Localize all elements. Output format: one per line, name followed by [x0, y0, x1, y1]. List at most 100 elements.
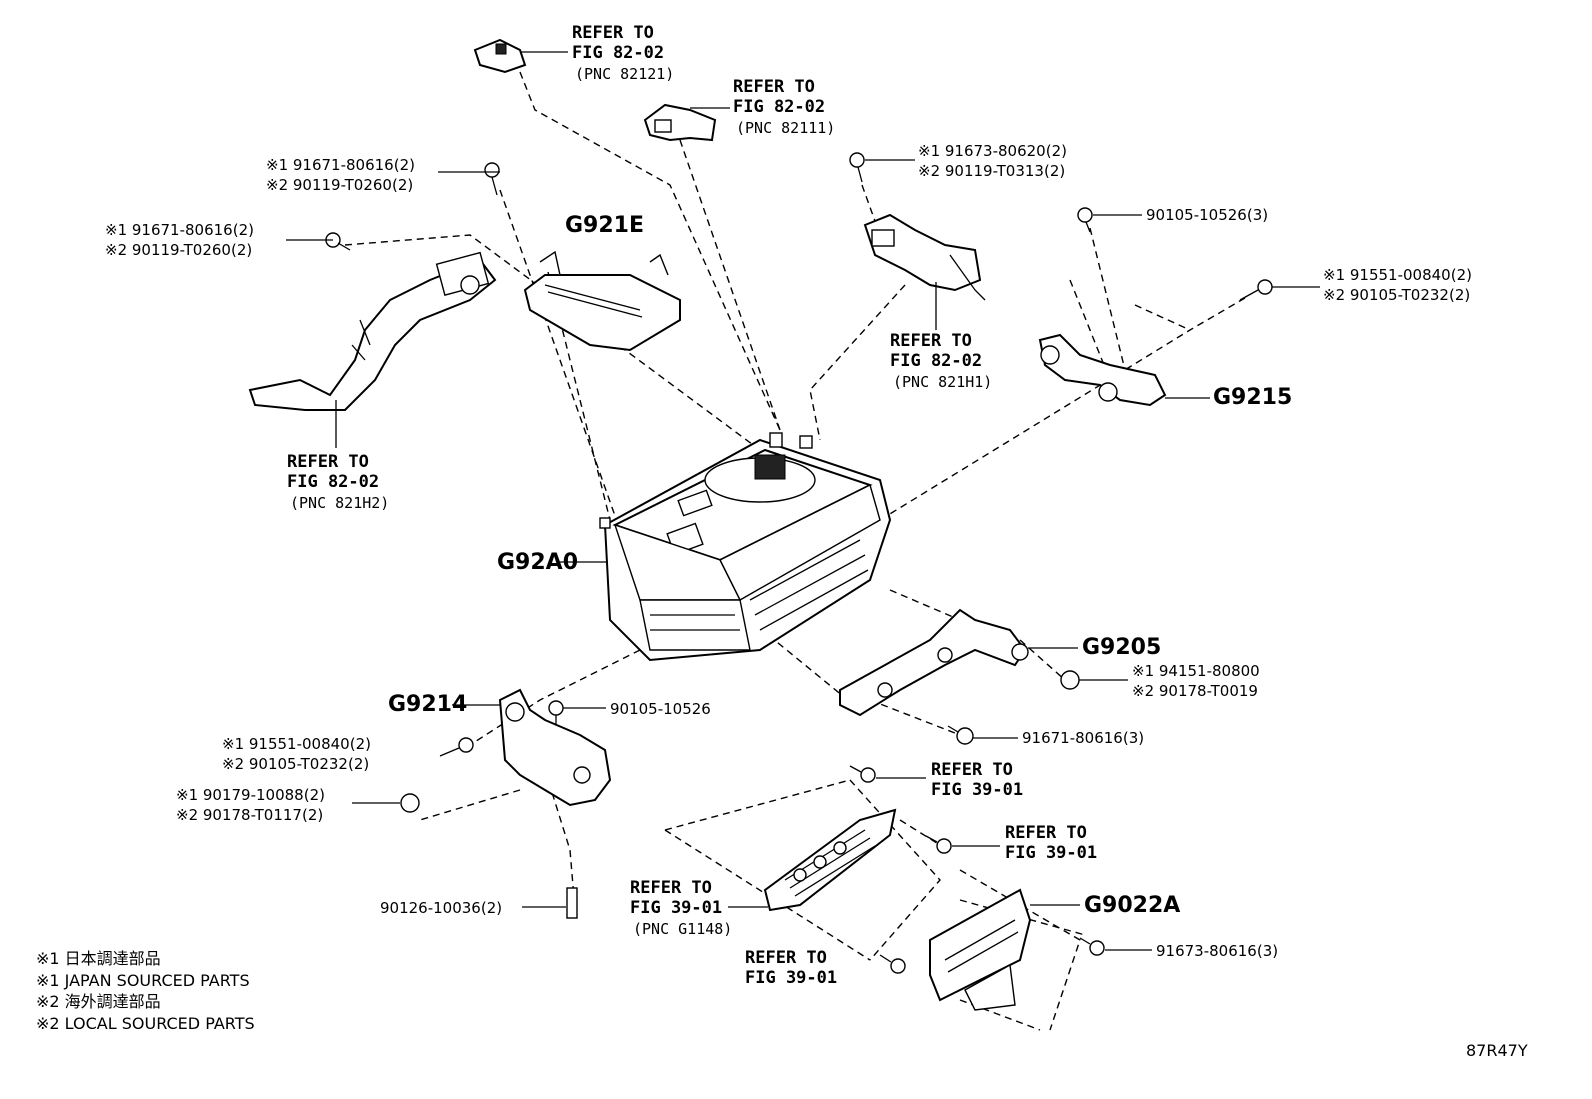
- svg-text:FIG 82-02: FIG 82-02: [890, 351, 982, 371]
- refer-39-c-label: REFER TO FIG 39-01 (PNC G1148): [630, 878, 732, 938]
- svg-text:REFER TO: REFER TO: [572, 23, 654, 43]
- bolt-b4-label: 90105-10526(3): [1146, 206, 1268, 224]
- svg-text:※2 90105-T0232(2): ※2 90105-T0232(2): [222, 755, 369, 773]
- bolt-icon: [1077, 207, 1093, 233]
- bolt-b9-label: ※1 91551-00840(2) ※2 90105-T0232(2): [222, 735, 371, 773]
- svg-text:※2 90178-T0117(2): ※2 90178-T0117(2): [176, 806, 323, 824]
- bolt-icon: [484, 162, 500, 196]
- svg-text:REFER TO: REFER TO: [630, 878, 712, 898]
- refer-39-d-label: REFER TO FIG 39-01: [745, 948, 837, 988]
- cover-g921e: [523, 250, 681, 352]
- code-g92a0: G92A0: [497, 550, 578, 575]
- bolt-b8-label: 91671-80616(3): [1022, 729, 1144, 747]
- bolt-icon: [439, 737, 474, 757]
- svg-text:90105-10526(3): 90105-10526(3): [1146, 206, 1268, 224]
- code-g921e: G921E: [565, 213, 644, 238]
- bolt-b1-label: ※1 91671-80616(2) ※2 90119-T0260(2): [266, 156, 415, 194]
- connector-82121: [473, 38, 527, 74]
- svg-text:(PNC G1148): (PNC G1148): [633, 920, 732, 938]
- svg-text:※1 日本調達部品: ※1 日本調達部品: [36, 949, 161, 968]
- legend-notes: ※1 日本調達部品 ※1 JAPAN SOURCED PARTS ※2 海外調達…: [36, 949, 255, 1033]
- inverter-assembly: [599, 432, 892, 662]
- svg-text:※2 90178-T0019: ※2 90178-T0019: [1132, 682, 1258, 700]
- svg-text:※1 91671-80616(2): ※1 91671-80616(2): [266, 156, 415, 174]
- label-leaders: [286, 51, 1320, 951]
- svg-text:※2 90119-T0260(2): ※2 90119-T0260(2): [105, 241, 252, 259]
- code-g9205: G9205: [1082, 635, 1161, 660]
- svg-text:※2 90105-T0232(2): ※2 90105-T0232(2): [1323, 286, 1470, 304]
- svg-text:※2 90119-T0313(2): ※2 90119-T0313(2): [918, 162, 1065, 180]
- svg-text:(PNC 821H2): (PNC 821H2): [290, 494, 389, 512]
- svg-text:90105-10526: 90105-10526: [610, 700, 711, 718]
- svg-text:(PNC 821H1): (PNC 821H1): [893, 373, 992, 391]
- svg-text:※2 海外調達部品: ※2 海外調達部品: [36, 992, 161, 1011]
- bracket-g9205: [839, 608, 1029, 717]
- nut-icon: [1060, 670, 1080, 690]
- bolt-b10-label: ※1 90179-10088(2) ※2 90178-T0117(2): [176, 786, 325, 824]
- bracket-g9215: [1038, 333, 1167, 407]
- svg-text:※1 94151-80800: ※1 94151-80800: [1132, 662, 1260, 680]
- svg-text:FIG 39-01: FIG 39-01: [1005, 843, 1097, 863]
- hardware-bolts: [325, 152, 1273, 974]
- svg-text:90126-10036(2): 90126-10036(2): [380, 899, 502, 917]
- bracket-g9214: [498, 688, 612, 807]
- diagram-id: 87R47Y: [1466, 1041, 1528, 1060]
- svg-text:(PNC 82121): (PNC 82121): [575, 65, 674, 83]
- svg-text:91673-80616(3): 91673-80616(3): [1156, 942, 1278, 960]
- refer-82111-label: REFER TO FIG 82-02 (PNC 82111): [733, 77, 835, 137]
- svg-text:(PNC 82111): (PNC 82111): [736, 119, 835, 137]
- svg-text:91671-80616(3): 91671-80616(3): [1022, 729, 1144, 747]
- refer-39-a-label: REFER TO FIG 39-01: [931, 760, 1023, 800]
- bolt-icon: [325, 232, 351, 251]
- svg-text:REFER TO: REFER TO: [1005, 823, 1087, 843]
- connector-821h1: [863, 213, 986, 301]
- svg-text:※1 90179-10088(2): ※1 90179-10088(2): [176, 786, 325, 804]
- svg-text:FIG 39-01: FIG 39-01: [630, 898, 722, 918]
- svg-text:FIG 82-02: FIG 82-02: [733, 97, 825, 117]
- bolt-icon: [1079, 937, 1105, 956]
- refer-821h2-label: REFER TO FIG 82-02 (PNC 821H2): [287, 452, 389, 512]
- svg-text:※1 91551-00840(2): ※1 91551-00840(2): [222, 735, 371, 753]
- cable-harness-821h2: [248, 251, 497, 411]
- svg-text:※1 JAPAN SOURCED PARTS: ※1 JAPAN SOURCED PARTS: [36, 971, 250, 990]
- svg-text:※1 91673-80620(2): ※1 91673-80620(2): [918, 142, 1067, 160]
- code-g9215: G9215: [1213, 385, 1292, 410]
- bolt-icon: [849, 765, 876, 783]
- bolt-icon: [925, 835, 952, 854]
- svg-text:※2 LOCAL SOURCED PARTS: ※2 LOCAL SOURCED PARTS: [36, 1014, 255, 1033]
- bolt-b12-label: 91673-80616(3): [1156, 942, 1278, 960]
- bolt-b3-label: ※1 91673-80620(2) ※2 90119-T0313(2): [918, 142, 1067, 180]
- svg-text:REFER TO: REFER TO: [931, 760, 1013, 780]
- code-g9214: G9214: [388, 692, 467, 717]
- svg-text:FIG 82-02: FIG 82-02: [572, 43, 664, 63]
- svg-text:※1 91551-00840(2): ※1 91551-00840(2): [1323, 266, 1472, 284]
- bolt-icon: [879, 954, 906, 974]
- refer-82121-label: REFER TO FIG 82-02 (PNC 82121): [572, 23, 674, 83]
- bolt-icon: [548, 700, 564, 725]
- cooler-g9022a: [763, 808, 1032, 1011]
- bolt-icon: [849, 152, 865, 183]
- code-g9022a: G9022A: [1084, 893, 1180, 918]
- bolt-icon: [1239, 279, 1273, 301]
- svg-text:REFER TO: REFER TO: [745, 948, 827, 968]
- bolt-b5-label: ※1 91551-00840(2) ※2 90105-T0232(2): [1323, 266, 1472, 304]
- connector-82111: [643, 103, 717, 142]
- bolt-b7-label: ※1 94151-80800 ※2 90178-T0019: [1132, 662, 1260, 700]
- svg-text:FIG 39-01: FIG 39-01: [745, 968, 837, 988]
- refer-39-b-label: REFER TO FIG 39-01: [1005, 823, 1097, 863]
- svg-text:FIG 39-01: FIG 39-01: [931, 780, 1023, 800]
- svg-text:REFER TO: REFER TO: [890, 331, 972, 351]
- svg-text:REFER TO: REFER TO: [287, 452, 369, 472]
- bolt-b11-label: 90126-10036(2): [380, 899, 502, 917]
- svg-text:※2 90119-T0260(2): ※2 90119-T0260(2): [266, 176, 413, 194]
- refer-821h1-label: REFER TO FIG 82-02 (PNC 821H1): [890, 331, 992, 391]
- stud-icon: [566, 887, 578, 919]
- bolt-b6-label: 90105-10526: [610, 700, 711, 718]
- svg-text:REFER TO: REFER TO: [733, 77, 815, 97]
- bolt-icon: [947, 725, 974, 745]
- svg-text:FIG 82-02: FIG 82-02: [287, 472, 379, 492]
- nut-icon: [400, 793, 420, 813]
- svg-text:※1 91671-80616(2): ※1 91671-80616(2): [105, 221, 254, 239]
- bolt-b2-label: ※1 91671-80616(2) ※2 90119-T0260(2): [105, 221, 254, 259]
